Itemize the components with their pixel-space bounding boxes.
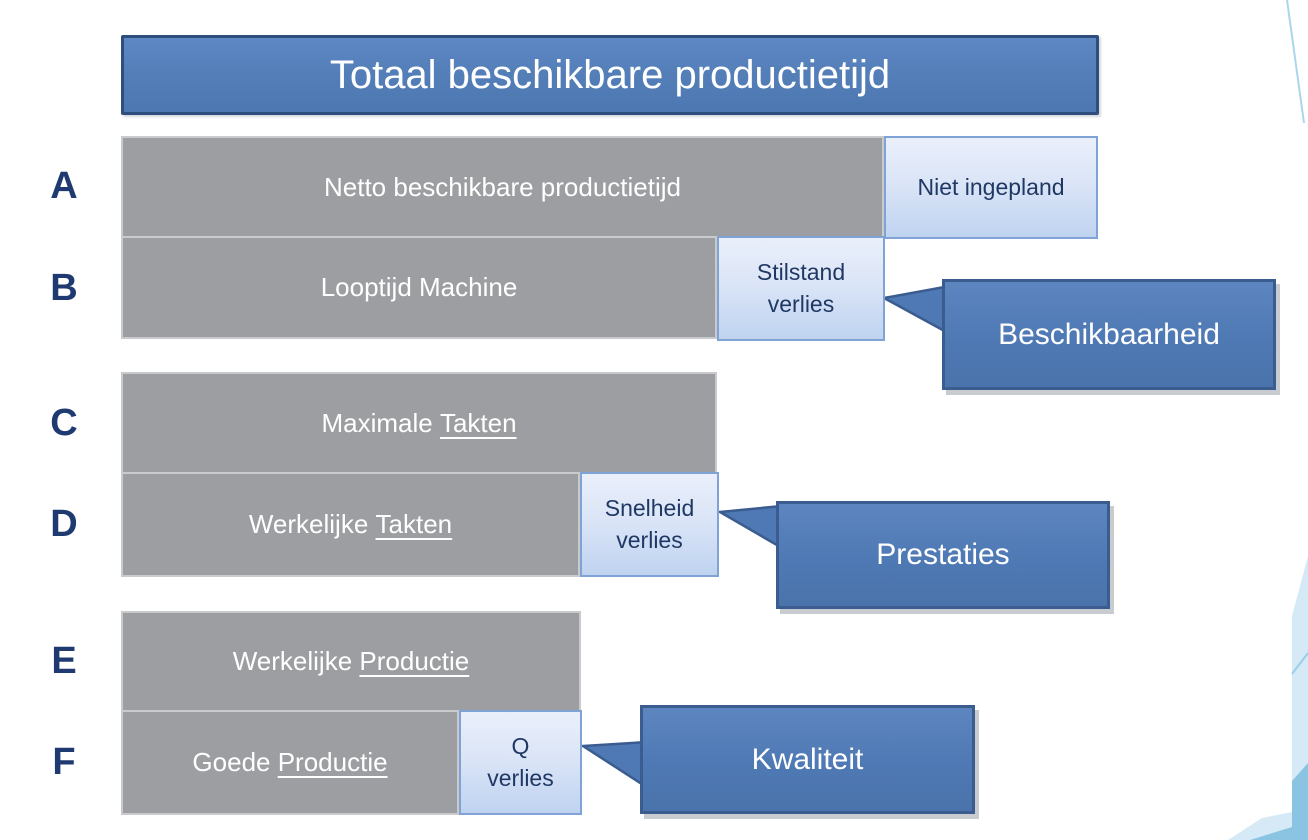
bar-row-f: Goede Productie <box>121 710 459 815</box>
loss-box-niet-ingepland-line1: Niet ingepland <box>917 173 1065 200</box>
callout-kwaliteit-label: Kwaliteit <box>751 742 864 776</box>
decor-bottom-strip-pale <box>1228 812 1292 840</box>
loss-box-q-verlies: Q verlies <box>459 710 582 815</box>
bar-row-e-label-underlined: Productie <box>359 646 470 676</box>
callout-tail-kwaliteit <box>579 740 650 791</box>
row-letter-d: D <box>38 500 90 548</box>
row-letter-c: C <box>38 399 90 447</box>
loss-box-stilstand-verlies-line2: verlies <box>767 290 835 317</box>
bar-row-d: Werkelijke Takten <box>121 472 580 577</box>
callout-kwaliteit: Kwaliteit <box>640 705 975 814</box>
bar-row-d-label-underlined: Takten <box>375 509 453 539</box>
bar-row-a: Netto beschikbare productietijd <box>121 136 884 238</box>
bar-row-d-label: Werkelijke <box>248 509 376 539</box>
callout-prestaties-label: Prestaties <box>876 538 1010 571</box>
bar-row-c-label: Maximale <box>321 407 440 438</box>
callout-tail-prestaties <box>716 504 784 551</box>
callout-beschikbaarheid-label: Beschikbaarheid <box>998 317 1220 351</box>
loss-box-stilstand-verlies-line1: Stilstand <box>756 259 846 286</box>
loss-box-q-verlies-line1: Q <box>511 733 530 760</box>
decor-right-band-bottom <box>1292 763 1308 840</box>
loss-box-snelheid-verlies-line2: verlies <box>616 526 683 553</box>
diagram-title: Totaal beschikbare productietijd <box>121 35 1099 115</box>
decor-right-band <box>1292 556 1308 840</box>
bar-row-c-label-underlined: Takten <box>439 407 517 438</box>
decor-band-crease-line <box>1291 652 1308 675</box>
loss-box-snelheid-verlies-line1: Snelheid <box>604 495 695 522</box>
row-letter-f-label: F <box>52 741 76 783</box>
loss-box-niet-ingepland: Niet ingepland <box>884 136 1098 239</box>
row-letter-e: E <box>38 637 90 685</box>
decor-diagonal-line-top <box>1286 0 1305 124</box>
row-letter-b-label: B <box>50 267 78 309</box>
callout-beschikbaarheid: Beschikbaarheid <box>942 279 1276 390</box>
bar-row-f-label: Goede <box>192 747 278 777</box>
bar-row-b-label: Looptijd Machine <box>320 272 518 302</box>
bar-row-e: Werkelijke Productie <box>121 611 581 712</box>
bar-row-a-label: Netto beschikbare productietijd <box>324 171 681 202</box>
callout-prestaties: Prestaties <box>776 501 1110 609</box>
row-letter-a: A <box>38 162 90 210</box>
diagram-title-label: Totaal beschikbare productietijd <box>329 52 891 97</box>
row-letter-a-label: A <box>50 165 78 207</box>
row-letter-c-label: C <box>50 402 78 444</box>
bar-row-b: Looptijd Machine <box>121 236 717 339</box>
callout-tail-beschikbaarheid <box>880 284 952 337</box>
decor-bottom-strip-mid <box>1250 827 1292 840</box>
loss-box-q-verlies-line2: verlies <box>487 764 554 791</box>
row-letter-b: B <box>38 264 90 312</box>
bar-row-c: Maximale Takten <box>121 372 717 474</box>
row-letter-e-label: E <box>51 640 77 682</box>
loss-box-snelheid-verlies: Snelheid verlies <box>580 472 719 577</box>
row-letter-f: F <box>38 738 90 786</box>
loss-box-stilstand-verlies: Stilstand verlies <box>717 236 885 341</box>
bar-row-e-label: Werkelijke <box>232 646 360 676</box>
bar-row-f-label-underlined: Productie <box>277 747 388 777</box>
row-letter-d-label: D <box>50 503 78 545</box>
